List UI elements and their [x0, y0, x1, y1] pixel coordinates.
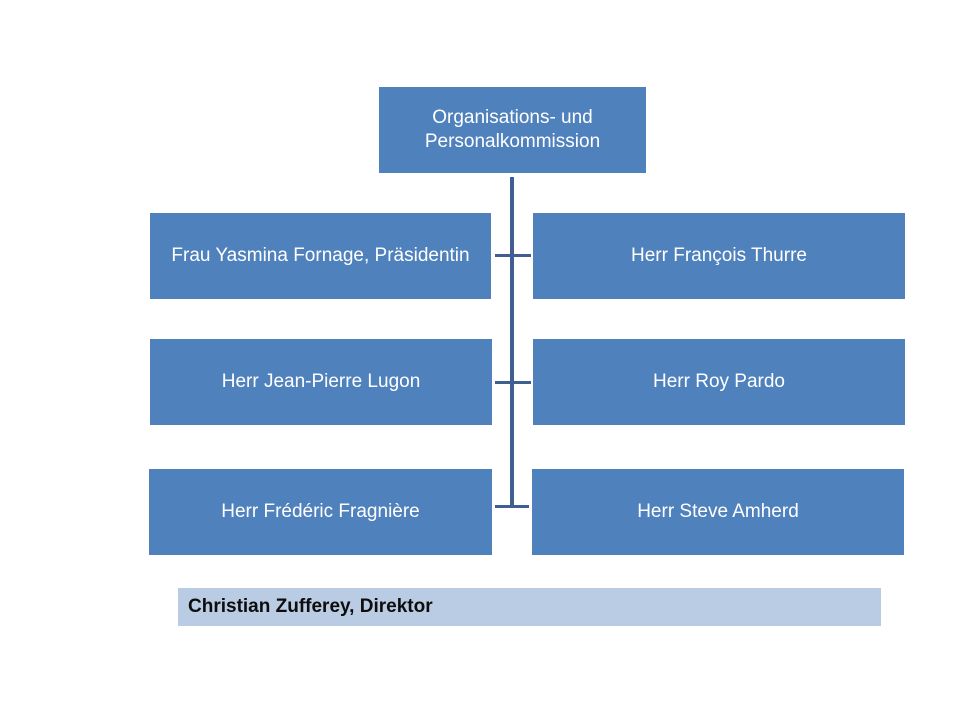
member-label: Herr Jean-Pierre Lugon — [221, 371, 421, 392]
member-box-amherd: Herr Steve Amherd — [532, 469, 904, 555]
member-box-pardo: Herr Roy Pardo — [533, 339, 905, 425]
member-label: Herr François Thurre — [631, 245, 807, 266]
director-bar: Christian Zufferey, Direktor — [178, 588, 881, 626]
root-label-line1: Organisations- und — [432, 107, 593, 128]
member-box-fornage: Frau Yasmina Fornage, Präsidentin — [150, 213, 491, 299]
root-label-line2: Personalkommission — [424, 131, 601, 152]
member-box-thurre: Herr François Thurre — [533, 213, 905, 299]
member-box-lugon: Herr Jean-Pierre Lugon — [150, 339, 492, 425]
member-box-fragniere: Herr Frédéric Fragnière — [149, 469, 492, 555]
director-label: Christian Zufferey, Direktor — [188, 596, 433, 617]
horizontal-connector-row3 — [495, 505, 529, 508]
horizontal-connector-row1 — [495, 254, 531, 257]
member-label: Frau Yasmina Fornage, Präsidentin — [171, 245, 470, 266]
member-label: Herr Roy Pardo — [653, 371, 785, 392]
vertical-connector — [510, 177, 514, 508]
member-label: Herr Steve Amherd — [637, 501, 799, 522]
commission-root-box: Organisations- und Personalkommission — [379, 87, 646, 173]
member-label: Herr Frédéric Fragnière — [221, 501, 420, 522]
horizontal-connector-row2 — [495, 381, 531, 384]
